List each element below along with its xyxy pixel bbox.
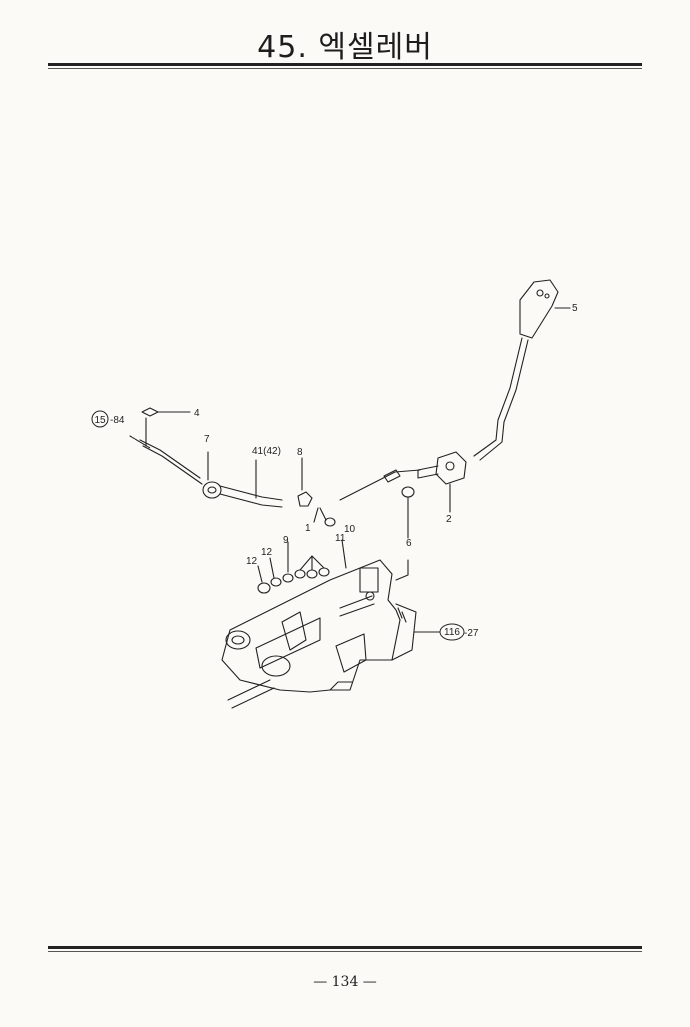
label-part-5: 5 [572, 303, 578, 314]
label-part-9: 9 [283, 535, 289, 546]
pivot-bracket-part [417, 451, 467, 513]
label-part-7: 7 [204, 434, 210, 445]
label-ref-116: 116 [444, 627, 460, 638]
washer-part-6 [401, 486, 415, 498]
ref-circle-15 [91, 410, 109, 428]
label-ref-15: 15 [94, 415, 106, 426]
ref-circle-116 [439, 623, 465, 641]
label-part-12-lower: 12 [246, 556, 258, 567]
label-ref-27: -27 [464, 628, 479, 639]
pedal-bracket-assembly [221, 559, 417, 709]
label-part-8: 8 [297, 447, 303, 458]
accelerator-lever-part [473, 279, 559, 461]
nut-part-8 [297, 491, 313, 507]
label-ref-84: -84 [110, 415, 125, 426]
accelerator-cable-part [139, 439, 283, 508]
washer-part-9 [282, 573, 294, 583]
footer-rule-thin [48, 951, 642, 952]
header-rule [48, 63, 642, 66]
label-part-6: 6 [406, 538, 412, 549]
footer-rule [48, 946, 642, 949]
label-part-1: 1 [305, 523, 311, 534]
page-title: 45. 엑셀레버 [257, 30, 433, 65]
clip-part-4 [141, 407, 159, 417]
washer-part-10 [324, 517, 336, 527]
label-part-12-upper: 12 [261, 547, 273, 558]
label-part-41-42: 41(42) [252, 446, 281, 457]
label-part-11: 11 [335, 533, 346, 544]
label-part-2: 2 [446, 514, 452, 525]
header-rule-thin [48, 68, 642, 69]
connecting-rod [339, 469, 421, 501]
label-part-10: 10 [344, 524, 356, 535]
label-part-4: 4 [194, 408, 200, 419]
spring-pin-part-11 [313, 507, 327, 523]
nut-part-12 [257, 582, 271, 594]
page-number: — 134 — [313, 974, 377, 990]
